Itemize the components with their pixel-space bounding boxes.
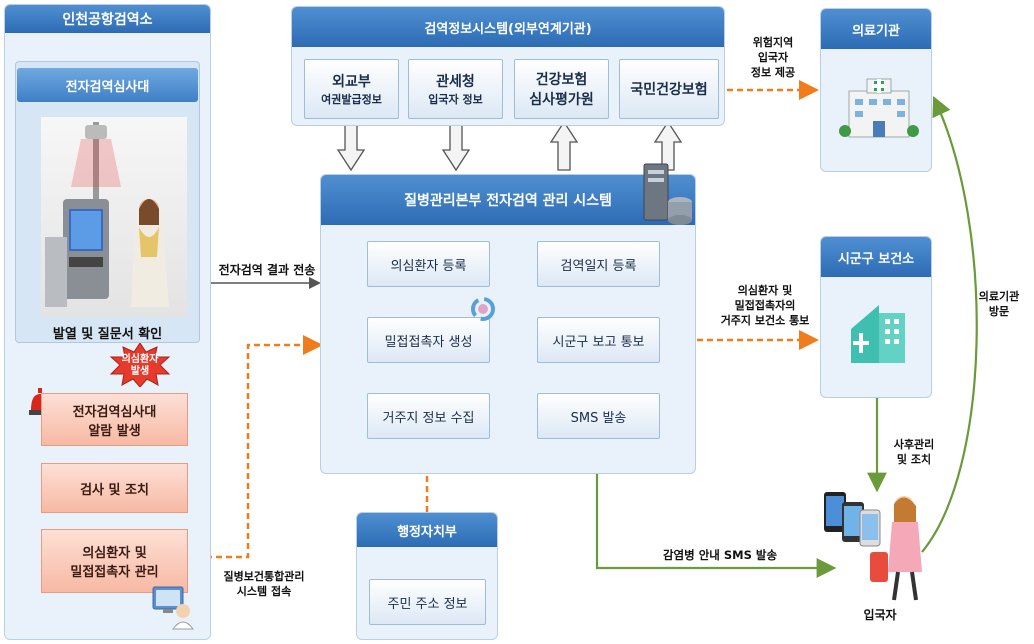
step-manage: 의심환자 및 밀접접촉자 관리 [41,529,188,593]
label-hospital-visit-1: 의료기관 [978,290,1020,303]
label-risk-area-3: 정보 제공 [750,65,796,79]
label-result-send: 전자검역 결과 전송 [218,263,316,277]
label-hospital-visit: 의료기관 방문 [968,290,1030,320]
box-mofa-line1: 외교부 [332,74,371,90]
traveler-illustration [812,482,930,602]
left-panel: 인천공항검역소 전자검역심사대 발열 및 질문서 확인 의심환자 발생 [4,4,211,640]
gate-subtitle: 전자검역심사대 [17,68,198,102]
label-hospital-visit-2: 방문 [988,304,1010,318]
center-panel: 질병관리본부 전자검역 관리 시스템 의심환자 등록 밀접접촉자 생성 거주지 … [320,174,696,474]
server-database-icon [640,162,694,228]
label-followup-1: 사후관리 [893,438,935,451]
box-hira: 건강보험 심사평가원 [514,59,609,119]
step-alarm: 전자검역심사대 알람 발생 [41,393,188,446]
computer-user-icon [151,583,195,631]
block-arrow-down-1 [336,121,366,172]
suspect-burst: 의심환자 발생 [109,343,171,387]
refresh-cycle-icon [469,295,497,323]
burst-shape [109,343,171,387]
step-manage-line2: 밀접접촉자 관리 [70,565,159,580]
box-register-suspect: 의심환자 등록 [367,241,490,287]
label-residence-notice: 의심환자 및 밀접접촉자의 거주지 보건소 통보 [700,284,830,329]
block-arrow-up-3 [549,120,579,171]
arrow-hospital-visit [921,96,978,553]
label-followup: 사후관리 및 조치 [884,438,944,468]
top-panel-title: 검역정보시스템(외부연계기관) [292,7,724,47]
step-alarm-line2: 알람 발생 [88,423,141,439]
label-sms-guide: 감염병 안내 SMS 발송 [662,548,778,562]
step-alarm-line1: 전자검역심사대 [72,404,157,420]
step-check: 검사 및 조치 [41,463,188,513]
burst-line-2: 발생 [130,365,150,377]
label-residence-notice-2: 밀접접촉자의 [734,298,796,312]
label-residence-notice-1: 의심환자 및 [737,284,793,297]
center-panel-title: 질병관리본부 전자검역 관리 시스템 [321,175,695,225]
traveler-label: 입국자 [863,608,897,622]
label-integrated-access: 질병보건통합관리 시스템 접속 [206,570,322,600]
label-residence-notice-3: 거주지 보건소 통보 [720,313,810,327]
label-followup-2: 및 조치 [896,452,932,466]
box-collect-residence: 거주지 정보 수집 [367,393,490,439]
block-arrow-up-4 [653,120,683,171]
hospital-building-icon [839,73,919,143]
medical-panel: 의료기관 [820,8,932,172]
health-center-title: 시군구 보건소 [821,237,931,277]
label-risk-area: 위험지역 입국자 정보 제공 [738,36,808,81]
left-panel-title: 인천공항검역소 [5,5,210,33]
bottom-panel: 행정자치부 주민 주소 정보 [356,512,498,640]
photo-caption: 발열 및 질문서 확인 [52,327,163,342]
block-arrow-down-2 [441,121,471,172]
medical-title: 의료기관 [821,9,931,49]
step-manage-line1: 의심환자 및 [82,546,147,561]
box-resident-address: 주민 주소 정보 [369,579,486,625]
thermal-scanner-image [45,122,169,307]
label-risk-area-2: 입국자 [757,50,789,64]
arrow-sms [595,442,837,578]
box-create-contacts: 밀접접촉자 생성 [367,317,490,363]
step-check-line1: 검사 및 조치 [80,482,149,498]
bottom-panel-title: 행정자치부 [357,513,497,547]
box-customs-line2: 입국자 정보 [428,93,483,106]
health-center-building-icon [845,299,911,369]
box-mofa-line2: 여권발급정보 [321,93,382,106]
box-customs-line1: 관세청 [436,74,475,90]
box-customs: 관세청 입국자 정보 [408,59,503,119]
box-mofa: 외교부 여권발급정보 [304,59,399,119]
box-hira-line1: 건강보험 [535,72,588,88]
box-quarantine-log: 검역일지 등록 [537,241,660,287]
box-report-district: 시군구 보고 통보 [537,317,660,363]
label-integrated-access-2: 시스템 접속 [236,584,292,598]
box-hira-line2: 심사평가원 [529,92,594,108]
box-send-sms: SMS 발송 [537,393,660,439]
box-nhis-line1: 국민건강보험 [630,82,708,98]
health-center-panel: 시군구 보건소 [820,236,932,398]
box-nhis: 국민건강보험 [619,59,719,119]
burst-line-1: 의심환자 [121,354,159,365]
gate-illustration [41,117,187,317]
top-panel: 검역정보시스템(외부연계기관) 외교부 여권발급정보 관세청 입국자 정보 건강… [291,6,725,126]
arrow-integrated-access [186,335,323,559]
label-integrated-access-1: 질병보건통합관리 [223,570,305,583]
label-risk-area-1: 위험지역 [752,36,794,49]
